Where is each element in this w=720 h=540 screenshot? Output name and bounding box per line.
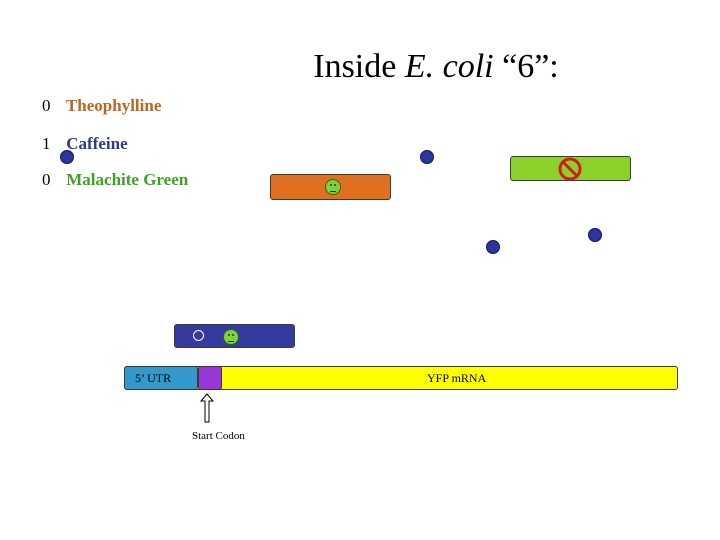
smiley-icon (325, 179, 341, 195)
malachite-label: Malachite Green (66, 170, 189, 189)
theophylline-count: 0 (42, 96, 51, 115)
caffeine-molecule (588, 228, 602, 242)
caffeine-label: Caffeine (66, 134, 128, 153)
caffeine-molecule (60, 150, 74, 164)
title-suffix: “6”: (502, 48, 559, 85)
caffeine-count: 1 (42, 134, 51, 153)
legend-theophylline: 0 Theophylline (42, 96, 161, 116)
utr-segment: 5’ UTR (124, 366, 198, 390)
legend-malachite-green: 0 Malachite Green (42, 170, 188, 190)
start-codon-segment (198, 366, 222, 390)
arrow-up-icon (199, 393, 215, 423)
no-sign-icon (558, 157, 582, 181)
utr-label: 5’ UTR (135, 371, 172, 385)
mrna-label: YFP mRNA (427, 371, 487, 385)
caffeine-molecule (420, 150, 434, 164)
caffeine-molecule (486, 240, 500, 254)
smiley-icon (223, 329, 239, 345)
malachite-aptamer (510, 156, 631, 181)
theophylline-aptamer (270, 174, 391, 200)
circle-icon (193, 330, 204, 341)
start-codon-label: Start Codon (192, 430, 245, 442)
legend-caffeine: 1 Caffeine (42, 134, 128, 154)
slide-title: Inside E. coli “6”: (0, 48, 720, 86)
malachite-count: 0 (42, 170, 51, 189)
title-prefix: Inside (313, 48, 397, 85)
title-organism: E. coli (404, 48, 494, 85)
theophylline-label: Theophylline (65, 96, 162, 115)
caffeine-aptamer (174, 324, 295, 348)
